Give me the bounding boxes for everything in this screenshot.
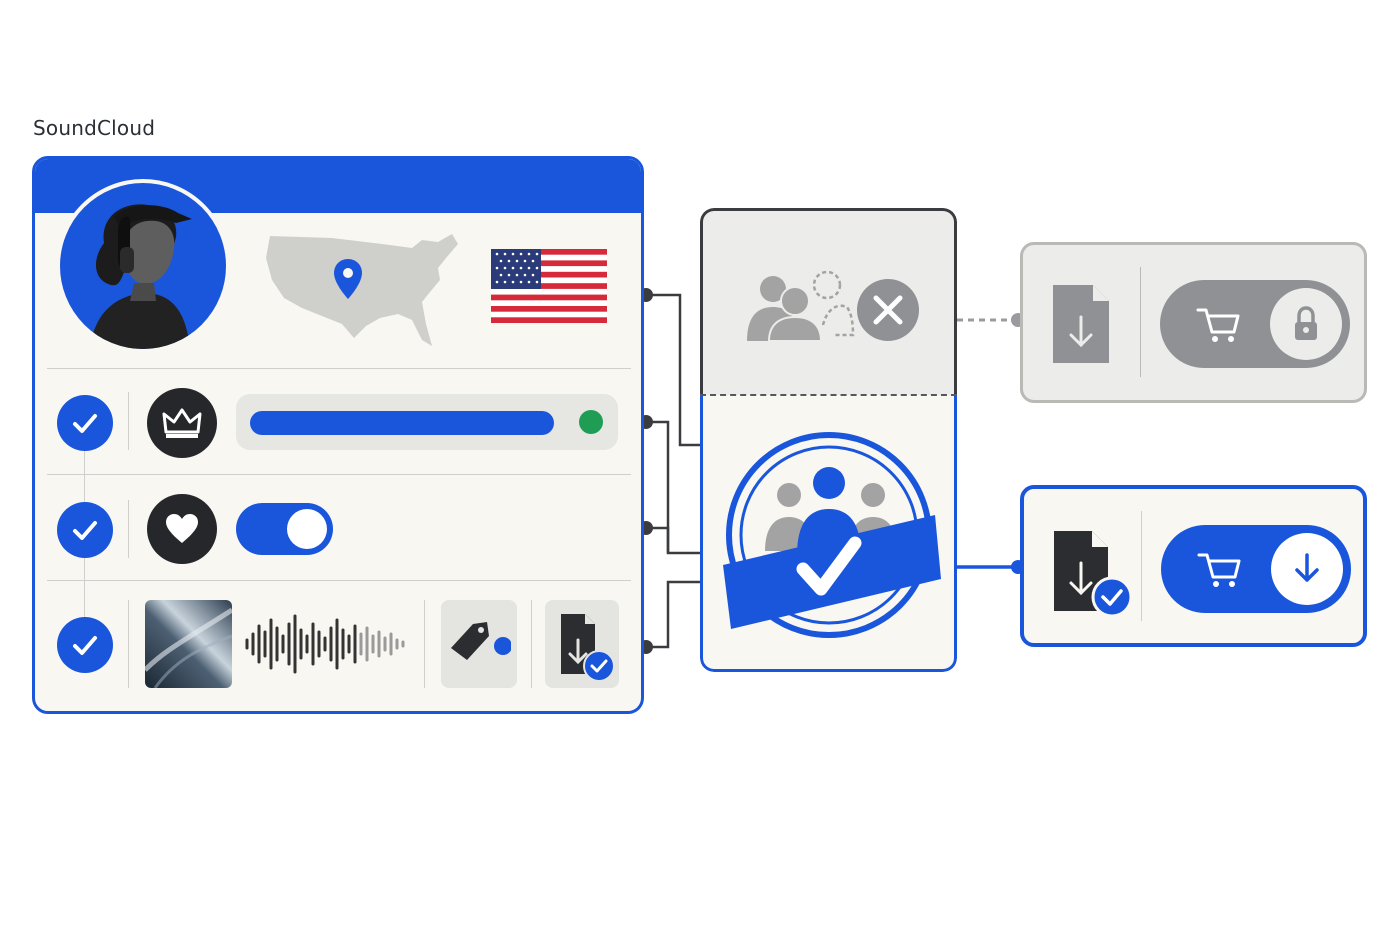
group-remove-icon [747,270,855,342]
membership-active-state [700,395,957,672]
purchase-locked-card [1020,242,1367,403]
map-pin-icon [334,259,362,299]
purchase-active-card [1020,485,1367,647]
price-tag-icon [451,622,511,660]
download-file-verified-icon [561,614,615,682]
checkmark-icon [73,521,97,540]
close-icon [857,279,919,341]
download-file-icon [1053,285,1109,363]
lock-icon [1295,306,1317,340]
download-arrow-icon [1295,553,1319,582]
download-tile[interactable] [545,600,619,688]
row-check-3[interactable] [57,617,113,673]
checkmark-icon [73,636,97,655]
cart-icon [1196,308,1240,342]
buy-toggle-locked[interactable] [1160,280,1350,368]
state-divider [700,394,957,396]
waveform[interactable] [244,614,408,674]
row-divider [47,474,631,475]
column-divider [128,392,129,450]
membership-panel [700,208,957,672]
column-divider [531,600,532,688]
cart-icon [1197,553,1241,587]
heart-badge [147,494,217,564]
column-divider [1140,267,1141,377]
column-divider [424,600,425,688]
progress-fill [250,411,554,435]
status-dot [579,410,603,434]
lock-knob [1270,288,1342,360]
row-check-2[interactable] [57,502,113,558]
us-flag [491,249,607,323]
crown-icon [162,408,202,438]
buy-toggle-active[interactable] [1161,525,1351,613]
row-divider [47,580,631,581]
toggle-knob [287,509,327,549]
artwork-thumbnail[interactable] [145,600,232,688]
download-knob[interactable] [1271,533,1343,605]
column-divider [128,500,129,558]
group-approved-stamp [723,432,941,638]
membership-inactive-state [700,208,957,395]
checkmark-icon [73,414,97,433]
heart-icon [166,514,198,543]
column-divider [128,600,129,688]
artist-with-headphones [90,204,192,349]
row-divider [47,368,631,369]
crown-badge [147,388,217,458]
row-check-1[interactable] [57,395,113,451]
progress-bar [236,394,618,450]
avatar[interactable] [56,179,230,353]
brand-name: SoundCloud [33,116,156,140]
like-toggle[interactable] [236,503,333,555]
column-divider [1141,511,1142,621]
download-file-verified-icon [1054,531,1133,618]
us-map [266,234,458,346]
price-tag-tile[interactable] [441,600,517,688]
